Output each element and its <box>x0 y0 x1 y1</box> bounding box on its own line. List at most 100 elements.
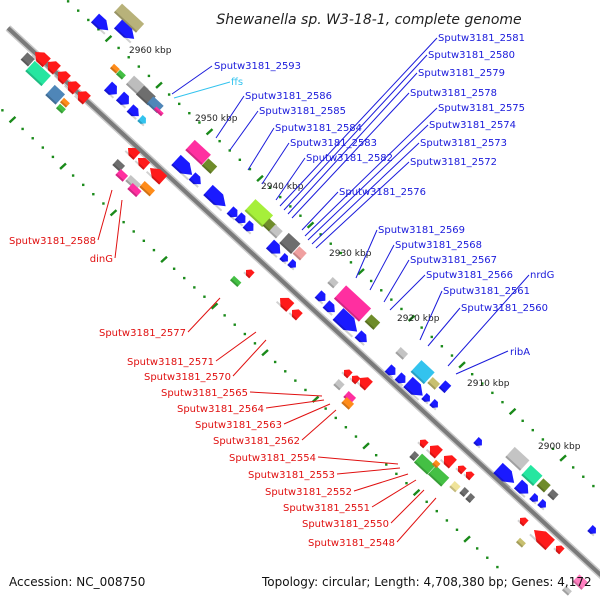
major-tick <box>155 81 163 89</box>
gene-block <box>459 487 470 498</box>
feature-shade <box>314 296 324 305</box>
minor-tick <box>390 298 393 301</box>
feature-body <box>505 446 530 471</box>
gene-label[interactable]: Sputw3181_2582 <box>306 153 393 164</box>
gene-block <box>572 574 589 590</box>
feature-body <box>128 147 141 160</box>
leader-line <box>383 259 410 303</box>
gene-label[interactable]: Sputw3181_2569 <box>378 225 465 236</box>
gene-block <box>515 537 526 548</box>
leader-line <box>307 124 429 241</box>
leader-line <box>355 229 378 279</box>
gene-block <box>521 464 543 486</box>
gene-label[interactable]: Sputw3181_2560 <box>461 303 548 314</box>
gene-block <box>139 181 156 197</box>
major-tick <box>261 349 269 357</box>
feature-shade <box>226 212 236 221</box>
feature-shade <box>115 173 124 182</box>
gene-block <box>244 199 274 228</box>
feature-shade <box>134 160 145 170</box>
gene-label[interactable]: Sputw3181_2581 <box>438 33 525 44</box>
gene-label[interactable]: Sputw3181_2570 <box>144 372 231 383</box>
gene-label[interactable]: Sputw3181_2568 <box>395 240 482 251</box>
minor-tick <box>294 379 297 382</box>
gene-label[interactable]: Sputw3181_2579 <box>418 68 505 79</box>
gene-block <box>364 314 381 330</box>
feature-shade <box>288 312 298 321</box>
feature-body <box>457 465 467 475</box>
feature-body <box>515 537 526 548</box>
gene-label[interactable]: Sputw3181_2550 <box>302 519 389 530</box>
feature-body <box>112 159 126 172</box>
feature-shade <box>279 241 293 254</box>
feature-body <box>314 290 326 302</box>
feature-shade <box>188 178 199 188</box>
feature-body <box>126 104 139 117</box>
feature-body <box>493 462 515 483</box>
gene-label[interactable]: Sputw3181_2580 <box>428 50 515 61</box>
gene-label[interactable]: Sputw3181_2553 <box>248 470 335 481</box>
gene-label[interactable]: Sputw3181_2577 <box>99 328 186 339</box>
gene-label[interactable]: Sputw3181_2563 <box>195 420 282 431</box>
forward-gene-arrow <box>115 91 129 109</box>
gene-label[interactable]: Sputw3181_2584 <box>275 123 362 134</box>
minor-tick <box>248 167 252 171</box>
forward-gene-arrow <box>354 330 367 346</box>
gene-label[interactable]: Sputw3181_2588 <box>9 236 96 247</box>
feature-body <box>185 139 211 166</box>
feature-body <box>429 399 438 408</box>
gene-label[interactable]: Sputw3181_2573 <box>420 138 507 149</box>
gene-label[interactable]: Sputw3181_2586 <box>245 91 332 102</box>
gene-label[interactable]: Sputw3181_2585 <box>259 106 346 117</box>
gene-label[interactable]: Sputw3181_2564 <box>177 404 264 415</box>
leader-line <box>369 244 395 291</box>
gene-label[interactable]: Sputw3181_2551 <box>283 503 370 514</box>
feature-shade <box>427 381 436 390</box>
gene-label[interactable]: Sputw3181_2571 <box>127 357 214 368</box>
feature-shade <box>185 148 203 166</box>
tick-label: 2910 kbp <box>467 379 510 389</box>
gene-block <box>341 397 355 410</box>
feature-shade <box>109 66 118 74</box>
leader-line <box>249 391 323 397</box>
minor-tick <box>475 547 479 550</box>
gene-label[interactable]: Sputw3181_2572 <box>410 157 497 168</box>
gene-label[interactable]: Sputw3181_2565 <box>161 388 248 399</box>
minor-tick <box>117 46 120 50</box>
gene-label[interactable]: ribA <box>510 347 530 358</box>
gene-label[interactable]: Sputw3181_2561 <box>443 286 530 297</box>
gene-label[interactable]: Sputw3181_2578 <box>410 88 497 99</box>
gene-label[interactable]: Sputw3181_2554 <box>229 453 316 464</box>
minor-tick <box>430 335 433 339</box>
feature-shade <box>587 529 595 537</box>
gene-label[interactable]: Sputw3181_2566 <box>426 270 513 281</box>
gene-label[interactable]: Sputw3181_2576 <box>339 187 426 198</box>
gene-label[interactable]: nrdG <box>530 270 554 281</box>
forward-gene-arrow <box>287 259 296 271</box>
gene-block <box>25 60 51 87</box>
feature-shade <box>25 69 43 87</box>
leader-line <box>315 161 410 249</box>
minor-tick <box>243 332 247 336</box>
gene-label[interactable]: Sputw3181_2567 <box>410 255 497 266</box>
gene-label[interactable]: Sputw3181_2574 <box>429 120 516 131</box>
leader-line <box>396 497 437 543</box>
leader-line <box>215 95 245 139</box>
gene-label[interactable]: Sputw3181_2583 <box>290 138 377 149</box>
gene-label[interactable]: Sputw3181_2552 <box>265 487 352 498</box>
minor-tick <box>147 74 151 78</box>
gene-label[interactable]: dinG <box>90 254 113 265</box>
gene-label[interactable]: Sputw3181_2562 <box>213 436 300 447</box>
reverse-gene-arrow <box>53 71 71 85</box>
gene-block <box>395 347 409 360</box>
gene-label[interactable]: Sputw3181_2575 <box>438 103 525 114</box>
gene-label[interactable]: Sputw3181_2548 <box>308 538 395 549</box>
minor-tick <box>31 137 34 140</box>
major-tick <box>205 128 214 136</box>
feature-body <box>359 377 373 391</box>
gene-label[interactable]: ffs <box>231 77 243 88</box>
feature-shade <box>409 455 416 462</box>
minor-tick <box>66 0 70 3</box>
gene-label[interactable]: Sputw3181_2593 <box>214 61 301 72</box>
reverse-gene-arrow <box>553 545 565 555</box>
